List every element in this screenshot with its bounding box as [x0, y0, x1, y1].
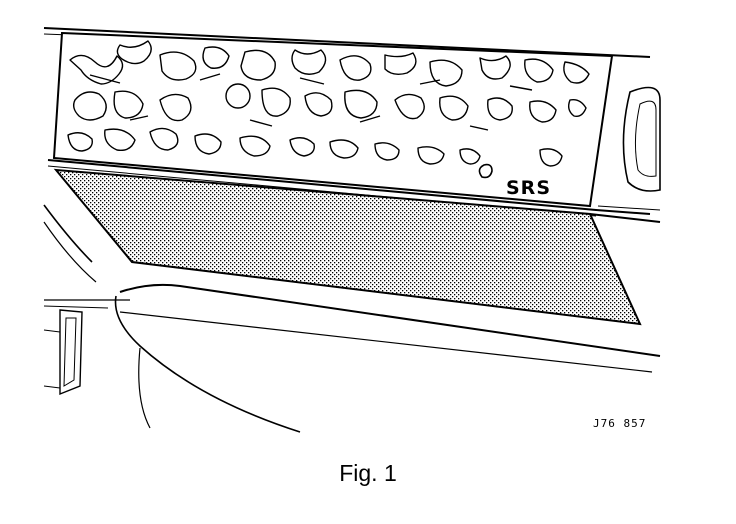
figure-reference-code: J76 857: [593, 417, 646, 430]
srs-badge-label: SRS: [506, 177, 551, 199]
dashboard-lower-body: [43, 204, 661, 433]
airbag-lid-panel: [53, 168, 642, 326]
srs-airbag-badge-icon: SRS: [478, 163, 551, 199]
figure-caption: Fig. 1: [339, 460, 397, 486]
wood-trim-panel: SRS: [52, 31, 614, 208]
side-air-vent: [622, 86, 661, 192]
